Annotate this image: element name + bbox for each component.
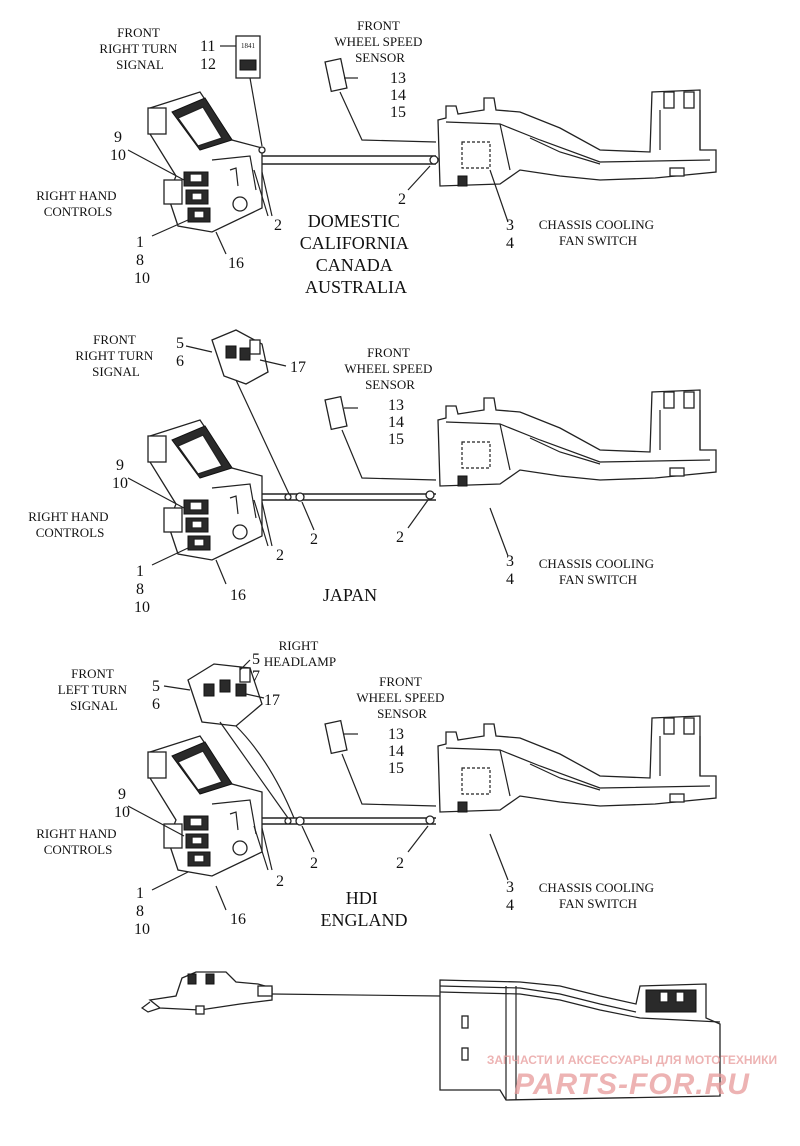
ref-17: 17 — [290, 359, 306, 376]
ref-2: 2 — [276, 873, 284, 890]
refs-9-10: 9 10 — [110, 129, 126, 164]
controls-label: RIGHT HAND CONTROLS — [36, 826, 120, 857]
fan-switch-label: CHASSIS COOLING FAN SWITCH — [539, 880, 657, 911]
panel-domestic: 1841 FRONT RIGHT TURN SIGNAL 11 12 FRONT… — [36, 18, 717, 297]
controls-label: RIGHT HAND CONTROLS — [28, 509, 112, 540]
turn-signal-refs: 5 6 — [152, 678, 164, 713]
refs-9-10: 9 10 — [114, 786, 130, 821]
module-label: 1841 — [241, 42, 256, 50]
sensor-label: FRONT WHEEL SPEED SENSOR — [344, 345, 435, 392]
sensor-label: FRONT WHEEL SPEED SENSOR — [356, 674, 447, 721]
ref-2: 2 — [274, 217, 282, 234]
side-view — [140, 971, 721, 1101]
sensor-refs: 13 14 15 — [388, 397, 408, 448]
panel-japan: FRONT RIGHT TURN SIGNAL 5 6 17 FRONT WHE… — [28, 329, 717, 616]
turn-signal-module — [235, 35, 261, 79]
region-label: DOMESTIC CALIFORNIA CANADA AUSTRALIA — [300, 211, 413, 297]
turn-signal-label: FRONT RIGHT TURN SIGNAL — [75, 332, 156, 379]
ref-2: 2 — [310, 855, 318, 872]
fan-refs: 3 4 — [506, 553, 518, 588]
refs-1-8-10: 1 8 10 — [134, 885, 150, 938]
fan-refs: 3 4 — [506, 879, 518, 914]
region-label: JAPAN — [323, 585, 377, 605]
ref-2: 2 — [396, 855, 404, 872]
sensor-refs: 13 14 15 — [390, 70, 410, 121]
ref-2: 2 — [276, 547, 284, 564]
watermark-tagline: ЗАПЧАСТИ И АКСЕССУАРЫ ДЛЯ МОТОТЕХНИКИ — [487, 1053, 777, 1067]
panel-hdi-england: FRONT LEFT TURN SIGNAL 5 6 RIGHT HEADLAM… — [36, 638, 717, 938]
refs-9-10: 9 10 — [112, 457, 128, 492]
headlamp-label: RIGHT HEADLAMP — [264, 638, 336, 669]
ref-2: 2 — [398, 191, 406, 208]
sensor-refs: 13 14 15 — [388, 726, 408, 777]
refs-1-8-10: 1 8 10 — [134, 563, 150, 616]
turn-signal-label: FRONT LEFT TURN SIGNAL — [58, 666, 130, 713]
wheel-speed-sensor — [324, 395, 348, 431]
watermark-site: PARTS-FOR.RU — [514, 1068, 750, 1101]
ref-16: 16 — [228, 255, 244, 272]
turn-signal-refs: 11 12 — [200, 38, 219, 73]
turn-signal-refs: 5 6 — [176, 335, 188, 370]
refs-1-8-10: 1 8 10 — [134, 234, 150, 287]
ref-2: 2 — [310, 531, 318, 548]
wheel-speed-sensor — [324, 57, 348, 93]
ref-17: 17 — [264, 692, 280, 709]
wheel-speed-sensor — [324, 719, 348, 755]
fan-refs: 3 4 — [506, 217, 518, 252]
watermark: ЗАПЧАСТИ И АКСЕССУАРЫ ДЛЯ МОТОТЕХНИКИ PA… — [487, 1053, 777, 1101]
region-label: HDI ENGLAND — [321, 888, 408, 930]
ref-2: 2 — [396, 529, 404, 546]
headlamp-refs: 5 7 — [252, 651, 264, 685]
sensor-label: FRONT WHEEL SPEED SENSOR — [334, 18, 425, 65]
turn-signal-label: FRONT RIGHT TURN SIGNAL — [99, 25, 180, 72]
ref-16: 16 — [230, 587, 246, 604]
controls-label: RIGHT HAND CONTROLS — [36, 188, 120, 219]
fan-switch-label: CHASSIS COOLING FAN SWITCH — [539, 217, 657, 248]
fan-switch-label: CHASSIS COOLING FAN SWITCH — [539, 556, 657, 587]
ref-16: 16 — [230, 911, 246, 928]
